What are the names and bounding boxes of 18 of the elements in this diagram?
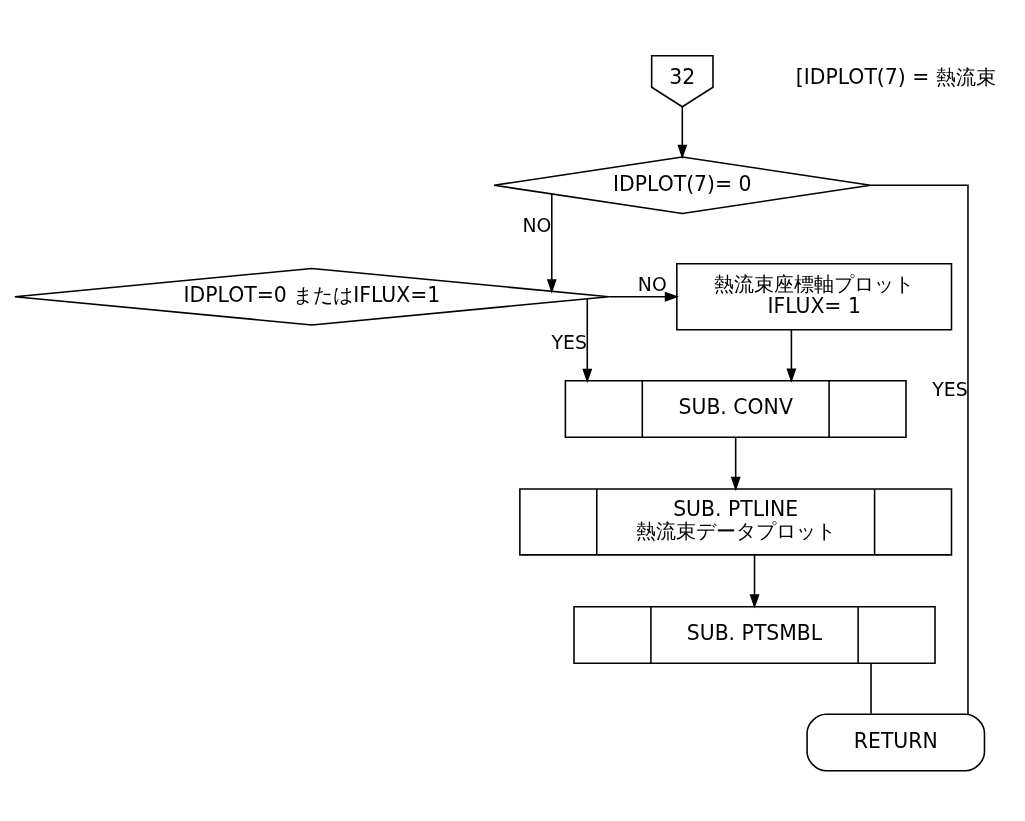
- node-box: 熱流束座標軸プロット IFLUX= 1: [676, 262, 953, 331]
- arrow: [786, 329, 797, 383]
- edge-label: NO: [522, 214, 552, 236]
- arrow: [608, 291, 679, 302]
- connector: [869, 184, 969, 715]
- edge-label: YES: [932, 378, 968, 400]
- node-diamond: IDPLOT=0 またはIFLUX=1: [14, 267, 610, 326]
- arrow: [546, 193, 557, 294]
- label: [IDPLOT(7) = 熱流束: [795, 64, 996, 89]
- edge-label: NO: [637, 274, 667, 296]
- arrow: [677, 106, 688, 159]
- connector: [870, 663, 872, 715]
- node-diamond: IDPLOT(7)= 0: [493, 156, 872, 215]
- arrow: [749, 554, 760, 609]
- edge-label: YES: [551, 332, 587, 354]
- arrow: [582, 298, 593, 383]
- arrow: [730, 436, 741, 491]
- node-box: RETURN: [806, 713, 986, 772]
